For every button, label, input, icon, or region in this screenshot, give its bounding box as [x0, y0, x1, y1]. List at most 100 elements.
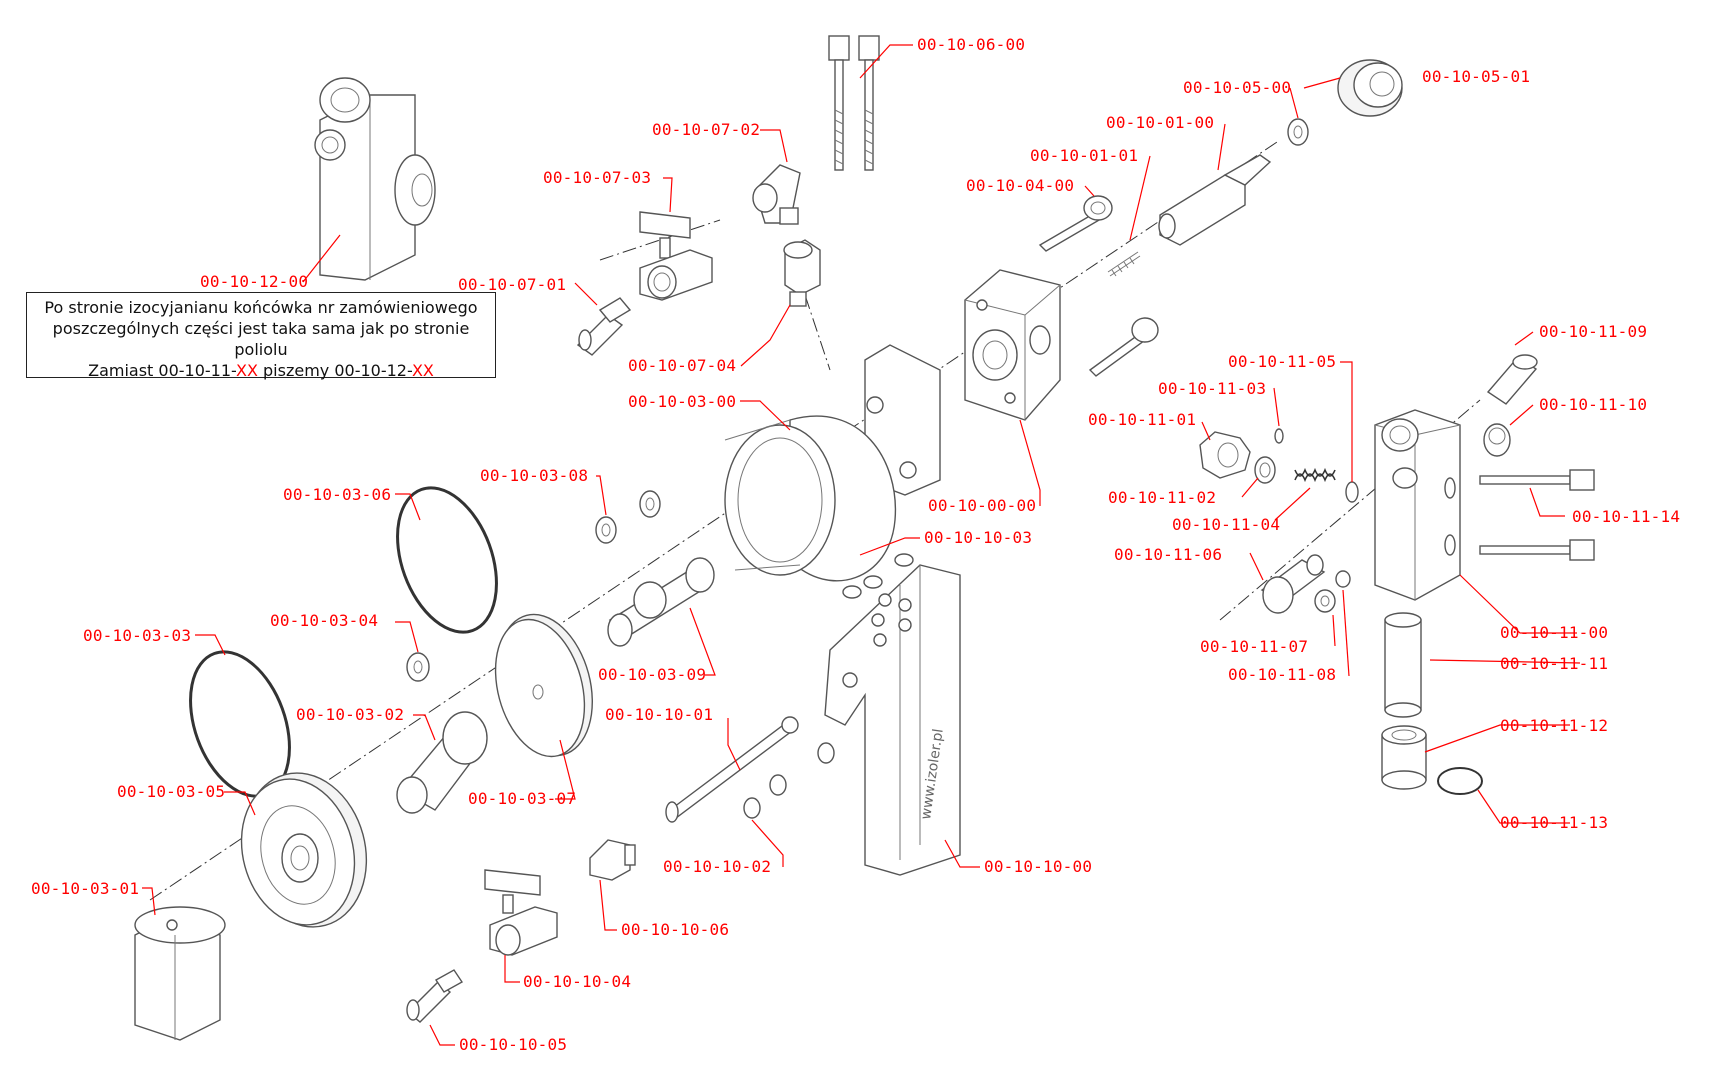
- label-00-10-11-06: 00-10-11-06: [1114, 545, 1223, 564]
- part-nut-00-10-11-01: [1199, 431, 1251, 479]
- part-valve-00-10-10-04: [484, 869, 558, 956]
- part-valve-00-10-07-03: [639, 211, 713, 301]
- note-line-3-xx-1: XX: [236, 361, 258, 380]
- label-00-10-03-04: 00-10-03-04: [270, 611, 379, 630]
- label-00-10-03-03: 00-10-03-03: [83, 626, 192, 645]
- label-00-10-03-06: 00-10-03-06: [283, 485, 392, 504]
- leader-lines: [142, 44, 1581, 1046]
- label-00-10-05-00: 00-10-05-00: [1183, 78, 1292, 97]
- main-axis: [149, 139, 1281, 901]
- note-line-3-a: Zamiast 00-10-11-: [88, 361, 237, 380]
- label-00-10-03-07: 00-10-03-07: [468, 789, 577, 808]
- label-00-10-03-09: 00-10-03-09: [598, 665, 707, 684]
- part-ring-00-10-11-03: [1274, 428, 1284, 444]
- label-00-10-07-02: 00-10-07-02: [652, 120, 761, 139]
- part-needle-00-10-10-01: [665, 716, 799, 823]
- part-insert-00-10-11-02: [1254, 456, 1276, 484]
- part-body-00-10-03-00: [724, 344, 941, 582]
- part-washers-00-10-10-02: [743, 742, 835, 819]
- label-00-10-10-04: 00-10-10-04: [523, 972, 632, 991]
- part-elbow-00-10-07-02: [752, 164, 801, 225]
- valve-axis: [599, 219, 721, 261]
- label-00-10-10-05: 00-10-10-05: [459, 1035, 568, 1054]
- note-line-3-c: piszemy 00-10-12-: [257, 361, 412, 380]
- label-00-10-11-10: 00-10-11-10: [1539, 395, 1648, 414]
- part-piston-00-10-03-09: [607, 557, 715, 647]
- label-00-10-11-01: 00-10-11-01: [1088, 410, 1197, 429]
- part-sleeve-00-10-11-11: [1384, 612, 1422, 718]
- info-note-box: Po stronie izocyjanianu końcówka nr zamó…: [26, 292, 496, 381]
- part-block-00-10-12-00: [314, 77, 436, 281]
- note-line-3-xx-2: XX: [411, 361, 434, 380]
- label-00-10-03-01: 00-10-03-01: [31, 879, 140, 898]
- part-handle-00-10-10-00: www.izoler.pl: [824, 564, 961, 876]
- label-00-10-11-02: 00-10-11-02: [1108, 488, 1217, 507]
- part-disc-00-10-03-07: [494, 613, 593, 758]
- part-check-00-10-11-06: [1260, 554, 1326, 614]
- label-00-10-11-12: 00-10-11-12: [1500, 716, 1609, 735]
- label-00-10-07-03: 00-10-07-03: [543, 168, 652, 187]
- note-line-1: Po stronie izocyjanianu końcówka nr zamó…: [44, 298, 478, 317]
- part-oring-00-10-11-13: [1437, 767, 1483, 795]
- label-00-10-00-00: 00-10-00-00: [928, 496, 1037, 515]
- part-nipple-00-10-07-01: [576, 297, 632, 356]
- part-orings-00-10-10-03: [842, 553, 914, 599]
- label-00-10-04-00: 00-10-04-00: [966, 176, 1075, 195]
- part-bolts-00-10-06-00: [828, 35, 880, 171]
- part-ring-00-10-11-05: [1345, 481, 1359, 503]
- label-00-10-10-06: 00-10-10-06: [621, 920, 730, 939]
- label-00-10-10-02: 00-10-10-02: [663, 857, 772, 876]
- part-cover-00-10-03-05: [240, 772, 368, 928]
- part-cap-00-10-05-01: [1337, 59, 1403, 117]
- label-00-10-01-00: 00-10-01-00: [1106, 113, 1215, 132]
- part-screw-00-10-04-00: [1038, 195, 1113, 252]
- label-00-10-03-00: 00-10-03-00: [628, 392, 737, 411]
- part-oring-00-10-03-06: [396, 486, 498, 634]
- label-00-10-03-08: 00-10-03-08: [480, 466, 589, 485]
- part-needle-00-10-01-00: [1158, 154, 1272, 246]
- part-washer-00-10-05-00: [1287, 118, 1309, 146]
- part-spring-00-10-01-01: [1107, 251, 1141, 277]
- label-00-10-01-01: 00-10-01-01: [1030, 146, 1139, 165]
- part-block-00-10-00-00: [964, 269, 1061, 421]
- part-cap-00-10-11-10: [1483, 423, 1511, 457]
- part-block-00-10-11-00: [1374, 409, 1461, 601]
- part-washer-00-10-03-04: [406, 652, 430, 682]
- label-00-10-03-02: 00-10-03-02: [296, 705, 405, 724]
- label-00-10-11-11: 00-10-11-11: [1500, 654, 1609, 673]
- label-00-10-11-03: 00-10-11-03: [1158, 379, 1267, 398]
- part-adapter-00-10-07-04: [783, 239, 821, 307]
- part-washer-00-10-11-08: [1335, 570, 1351, 588]
- label-00-10-03-05: 00-10-03-05: [117, 782, 226, 801]
- part-nut-00-10-10-06: [589, 839, 636, 881]
- label-00-10-11-04: 00-10-11-04: [1172, 515, 1281, 534]
- part-nipple-00-10-10-05: [406, 969, 464, 1023]
- part-fitting-00-10-11-12: [1381, 725, 1427, 790]
- label-00-10-05-01: 00-10-05-01: [1422, 67, 1531, 86]
- part-plug-00-10-03-02: [396, 711, 488, 814]
- label-00-10-11-05: 00-10-11-05: [1228, 352, 1337, 371]
- label-00-10-06-00: 00-10-06-00: [917, 35, 1026, 54]
- label-00-10-10-03: 00-10-10-03: [924, 528, 1033, 547]
- part-screws-00-10-11-14: [1479, 469, 1595, 561]
- note-line-2: poszczególnych części jest taka sama jak…: [52, 319, 470, 359]
- part-nipple-00-10-11-09: [1486, 354, 1538, 405]
- label-00-10-07-04: 00-10-07-04: [628, 356, 737, 375]
- note-line-3: Zamiast 00-10-11-XX piszemy 00-10-12-XX: [27, 360, 495, 381]
- part-spring-00-10-11-04: [1294, 467, 1336, 483]
- label-00-10-11-09: 00-10-11-09: [1539, 322, 1648, 341]
- label-00-10-11-13: 00-10-11-13: [1500, 813, 1609, 832]
- part-knob-00-10-03-01: [134, 906, 226, 1041]
- part-screw-right: [1088, 317, 1159, 377]
- label-00-10-11-07: 00-10-11-07: [1200, 637, 1309, 656]
- label-00-10-12-00: 00-10-12-00: [200, 272, 309, 291]
- label-00-10-11-14: 00-10-11-14: [1572, 507, 1681, 526]
- label-00-10-11-00: 00-10-11-00: [1500, 623, 1609, 642]
- label-00-10-11-08: 00-10-11-08: [1228, 665, 1337, 684]
- label-00-10-10-00: 00-10-10-00: [984, 857, 1093, 876]
- part-washers-00-10-03-08: [595, 490, 661, 544]
- part-washer-00-10-11-07: [1314, 589, 1336, 613]
- label-00-10-10-01: 00-10-10-01: [605, 705, 714, 724]
